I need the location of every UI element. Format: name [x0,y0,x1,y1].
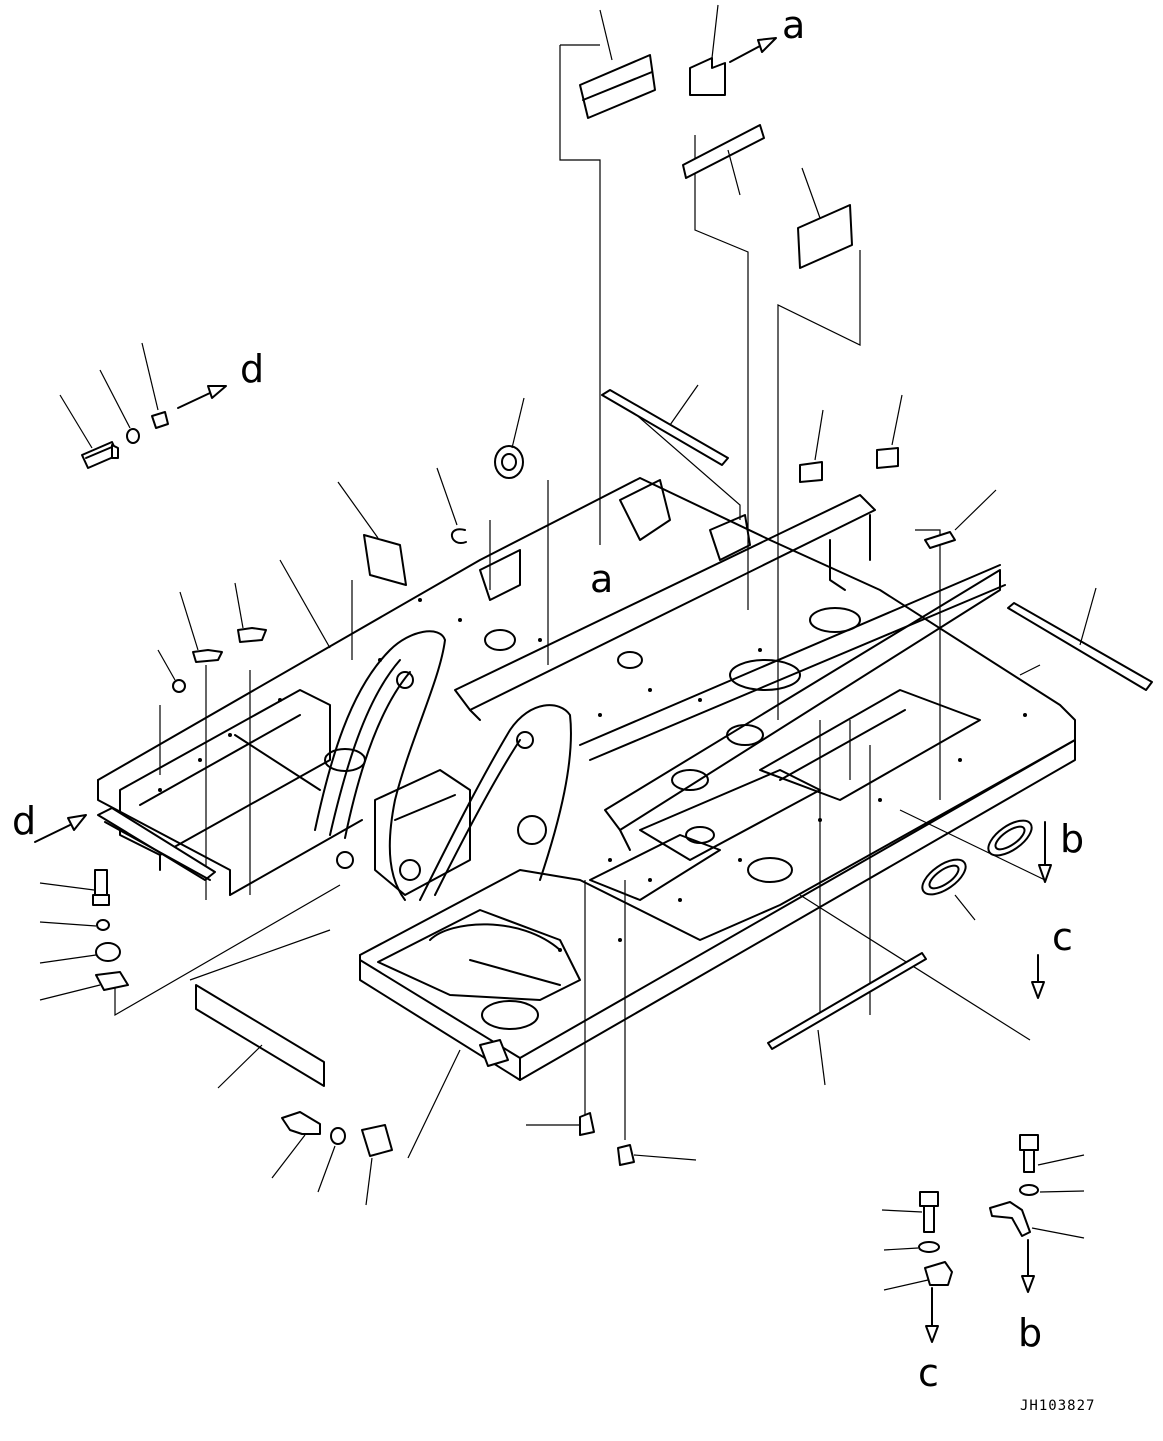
bolt-part [281,1111,321,1135]
cap-part-2 [617,1144,635,1166]
washer-part [1019,1184,1039,1196]
bolt-part [94,869,108,896]
nameplate-part [479,1039,509,1067]
bolt-group-b [989,1134,1085,1293]
spring-clip-part-2 [237,627,267,643]
revolving-frame [97,477,1076,1081]
lower-parts [195,819,1052,1206]
gasket-part [95,971,129,991]
small-pad-shim-2 [876,447,899,469]
long-bar-shim [601,389,729,466]
small-pad-shim [799,461,823,483]
callout-b-right: b [1060,817,1084,861]
narrow-bar-shim [682,124,765,179]
bracket-part [924,1261,953,1286]
cover-plate-part [361,1124,393,1157]
washer-part [96,919,110,931]
callout-a-frame: a [590,557,613,601]
drawing-code: JH103827 [1020,1398,1095,1414]
callout-d-top: d [240,347,264,391]
bolt-stack-left [34,807,216,1001]
callout-letters: a a d d b c b c [12,3,1084,1395]
callout-c-right: c [1052,915,1073,959]
oval-seal-part-2 [921,858,967,896]
c-clip-part [451,528,467,544]
rubber-strip-part [195,984,325,1087]
l-bracket-part [689,57,726,96]
spring-clip-part [192,649,223,663]
leader-lines [114,44,1046,1159]
square-nut-part [151,411,169,429]
nut-part [172,679,186,693]
washer-part [918,1241,940,1253]
cap-part [579,1112,595,1136]
top-shims [157,4,1153,693]
side-bar-shim [1007,602,1153,691]
callout-d-left: d [12,799,36,843]
bolt-group-c [881,1191,953,1343]
washer-part [126,428,140,444]
oval-seal-part [987,819,1033,857]
washer-part [330,1127,346,1145]
callout-a-top: a [782,3,805,47]
lower-bar-shim [767,952,927,1050]
cover-plate-part [95,942,121,962]
rubber-pad-part [363,534,407,586]
callout-b-bottom: b [1018,1311,1042,1355]
bolt-group-d [59,342,227,469]
callout-c-bottom: c [918,1351,939,1395]
square-plate-shim [797,204,853,269]
thin-pad-shim [924,531,956,549]
round-seal-part [494,445,524,479]
bracket-part [989,1201,1031,1237]
step-plate-part [97,807,216,881]
